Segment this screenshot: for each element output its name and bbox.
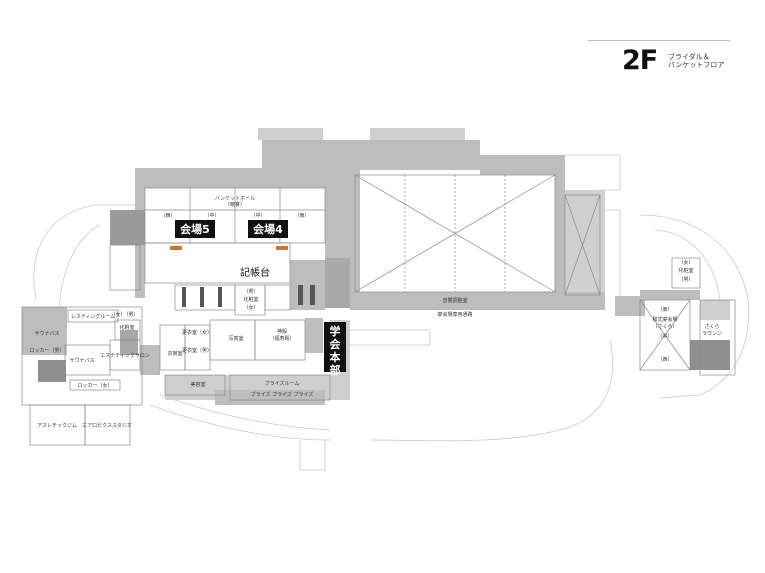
banquet-hall-sub: （暁宴）	[225, 201, 245, 208]
hall4-label: 会場4	[253, 222, 283, 236]
bride-room-sub-label: ブライズ ブライズ ブライズ	[251, 391, 314, 398]
japanese-banquet-label: 和式宴会場	[652, 316, 677, 323]
building-walls	[22, 128, 730, 405]
registration-desk-label: 記帳台	[240, 266, 270, 279]
restroom-women-label: （女）	[243, 304, 258, 311]
room-center-east-label: （中）	[250, 212, 265, 219]
sauna-bath-label-2: サウナバス	[69, 357, 94, 364]
japanese-banquet-sub-label: （さくら）	[652, 323, 677, 330]
hall5-label-bg	[175, 220, 215, 238]
restroom-men-right-label: （男）	[678, 277, 693, 283]
podium-mark	[170, 246, 182, 250]
floor-subtitle-line2: バンケットフロア	[668, 61, 725, 69]
room-west-label: （西）	[160, 213, 175, 219]
costume-room-label: 衣裳室	[167, 350, 182, 357]
banquet-corridor-label: 宴会場専用通路	[437, 311, 472, 318]
hq-label-1: 学	[330, 324, 341, 338]
resting-room-label: レスティングルーム	[71, 313, 116, 320]
locker-men-label: ロッカー（男）	[29, 348, 64, 354]
sauna-bath-label-1: サウナバス	[34, 330, 59, 337]
sakura-lounge-label-1: さくら	[704, 323, 719, 330]
dressing-room-men-label: 更衣室（男）	[182, 347, 212, 354]
hq-label-3: 本	[330, 350, 341, 364]
banquet-hall-label: バンケットホール	[215, 195, 255, 202]
dressing-room-women-label: 更衣室（女）	[182, 329, 212, 336]
restroom-men-label: （男）	[243, 289, 258, 295]
floor-subtitle: ブライダル＆ バンケットフロア	[668, 53, 724, 69]
sakura-lounge-label-2: ラウンジ	[702, 330, 722, 337]
podium-mark	[276, 246, 288, 250]
athletic-gym-label: アスレチックジム	[37, 423, 77, 429]
room-center-west-label: （中）	[204, 212, 219, 219]
hall5-label: 会場5	[180, 222, 210, 236]
restroom-women-gym-label: （女）	[110, 311, 125, 318]
floor-subtitle-line1: ブライダル＆	[668, 53, 710, 61]
hq-label-4: 部	[330, 363, 341, 377]
sound-control-label: 音響調整室	[442, 297, 467, 304]
bride-room-label: ブライズルーム	[265, 380, 300, 387]
restroom-women-right-label: （女）	[678, 259, 693, 266]
hall4-label-bg	[248, 220, 288, 238]
room-outlines	[21, 174, 736, 446]
aerobics-studio-label: エアロビクススタジオ	[82, 422, 132, 429]
powder-room-right-label: 化粧室	[678, 267, 693, 274]
room-east-label: （東）	[294, 212, 309, 219]
powder-room-label: 化粧室	[243, 296, 258, 303]
jp-center-label: （中）	[657, 333, 672, 340]
hq-label-bg	[324, 322, 346, 372]
jp-east-label: （東）	[657, 306, 672, 313]
restroom-men-gym-label: （男）	[123, 312, 138, 318]
esthetic-salon-label: エステティックサロン	[100, 353, 150, 359]
stage-details	[182, 285, 315, 307]
floor-number: 2F	[622, 45, 658, 76]
jp-west-label: （西）	[657, 357, 672, 363]
hq-label-2: 会	[330, 337, 342, 351]
shrine-label: 神殿	[277, 328, 287, 335]
beauty-salon-label: 美容室	[190, 381, 205, 388]
hall-labels	[175, 220, 346, 372]
locker-women-label: ロッカー（女）	[77, 382, 112, 389]
powder-room-gym-label: 化粧室	[119, 324, 134, 331]
shrine-sub-label: （福寿殿）	[269, 335, 294, 342]
floor-header: 2F ブライダル＆ バンケットフロア	[588, 40, 730, 77]
photo-studio-label: 写真室	[228, 335, 243, 342]
